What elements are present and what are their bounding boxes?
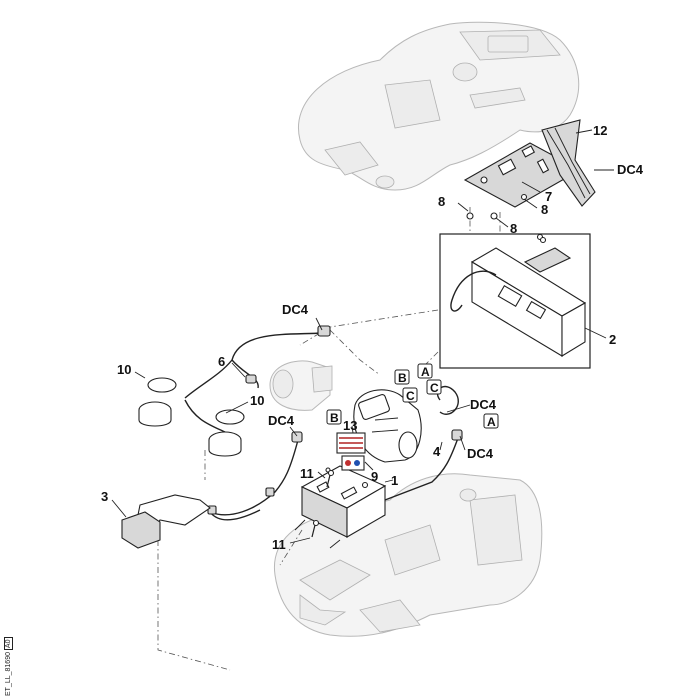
callout-10-mid: 10	[250, 393, 264, 408]
ribbon-cable-12	[541, 119, 596, 207]
ref-letter-a-1: A	[421, 365, 430, 379]
callout-10-left: 10	[117, 362, 131, 377]
callout-8-left: 8	[438, 194, 445, 209]
callout-8-right: 8	[541, 202, 548, 217]
callout-6: 6	[218, 354, 225, 369]
ref-letter-c-1: C	[430, 381, 439, 395]
ref-letter-a-2: A	[487, 415, 496, 429]
label-sticker-13	[336, 432, 366, 471]
drive-motor-ghost	[269, 360, 333, 411]
upper-housing	[298, 21, 580, 191]
cable-harness-6	[184, 325, 331, 433]
callout-dc4-mid-left: DC4	[268, 413, 295, 428]
callout-4: 4	[433, 444, 441, 459]
drawing-code-revision: A0	[4, 637, 13, 651]
drawing-code-main: ET_LL_81690	[5, 652, 12, 696]
ref-letter-b-1: B	[398, 371, 407, 385]
drawing-code-text: ET_LL_81690 A0	[4, 637, 13, 696]
callout-12: 12	[593, 123, 607, 138]
cover-part-3	[121, 494, 211, 549]
callout-2: 2	[609, 332, 616, 347]
callout-13: 13	[343, 418, 357, 433]
control-module-frame	[439, 233, 591, 369]
callout-dc4-right-upper: DC4	[470, 397, 497, 412]
callout-1: 1	[391, 473, 398, 488]
mowing-motor	[353, 389, 422, 463]
callout-9: 9	[371, 469, 378, 484]
callout-dc4-top: DC4	[617, 162, 644, 177]
ref-letter-b-2: B	[330, 411, 339, 425]
callout-3: 3	[101, 489, 108, 504]
callout-11-upper: 11	[300, 466, 314, 481]
reference-letters: A B C C B A	[326, 363, 499, 429]
cable-harness-bottom	[207, 431, 303, 521]
callouts: 12 DC4 7 8 8 8 2 DC4 6 10 10 DC4 13 11 9…	[101, 123, 644, 552]
drawing-code: ET_LL_81690 A0	[2, 626, 16, 696]
ref-letter-c-2: C	[406, 389, 415, 403]
leader-lines	[111, 129, 614, 544]
callout-dc4-upper-left: DC4	[282, 302, 309, 317]
sensor-ring-10b	[208, 409, 245, 457]
screws-11	[311, 469, 335, 538]
callout-dc4-right-lower: DC4	[467, 446, 494, 461]
callout-8-mid: 8	[510, 221, 517, 236]
sensor-ring-10a	[138, 377, 177, 427]
callout-7: 7	[545, 189, 552, 204]
callout-11-lower: 11	[272, 537, 286, 552]
control-module-2	[450, 236, 587, 357]
